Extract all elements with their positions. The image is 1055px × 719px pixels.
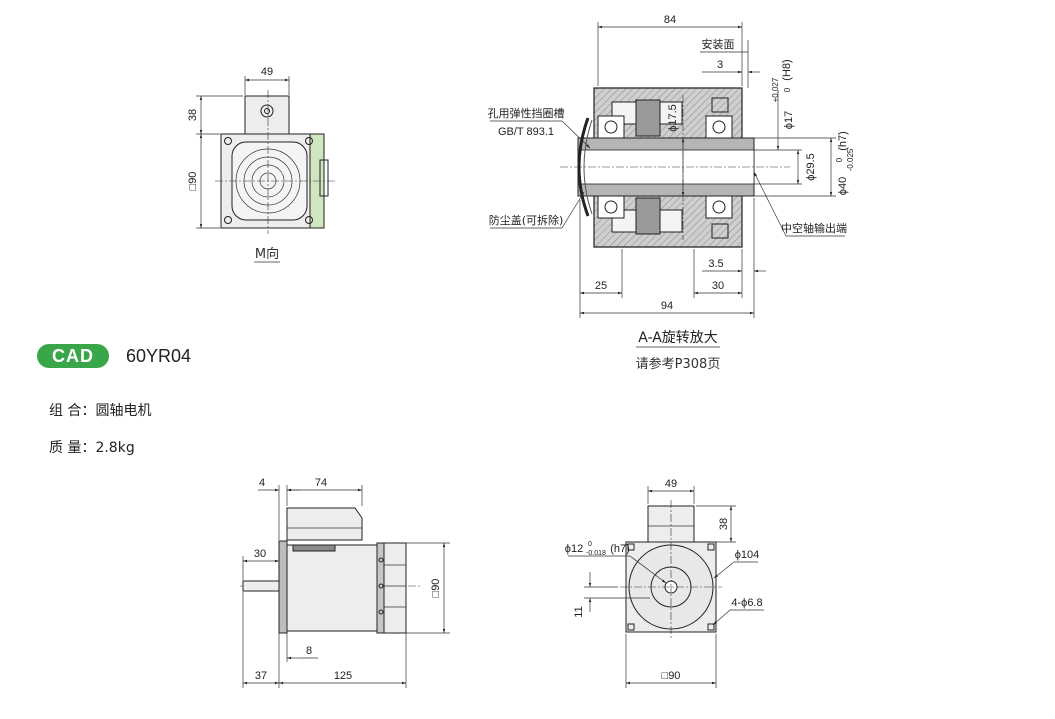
front-dim-phi12-tol-lower: -0.018 [586, 550, 606, 557]
aa-dim-phi40-tol-upper: 0 [835, 157, 844, 162]
aa-caption: A-A旋转放大 [638, 330, 718, 346]
front-dim-38: 38 [718, 518, 730, 530]
side-dim-30: 30 [254, 548, 266, 560]
front-dim-phi12-tol-upper: 0 [588, 541, 592, 548]
cable-gland [260, 104, 274, 118]
section-aa: 84 安装面 3 ϕ17 +0.027 0 (H8) ϕ17.5 ϕ29.5 ϕ… [488, 14, 856, 372]
cad-badge[interactable]: CAD [37, 344, 109, 368]
aa-dim-phi17-tol-lower: 0 [783, 87, 792, 92]
aa-mounting-face: 安装面 [702, 37, 735, 51]
side-dim-4: 4 [259, 477, 265, 489]
aa-dust-cover: 防尘盖(可拆除) [489, 213, 564, 227]
aa-dim-phi17: ϕ17 [783, 111, 795, 129]
front-dim-phi12-fit: (h7) [610, 543, 630, 555]
front-dim-11: 11 [573, 606, 585, 617]
terminal-box [244, 95, 290, 135]
gearhead [286, 544, 380, 632]
aa-dim-phi17-fit: (H8) [781, 59, 793, 80]
combination-spec: 组 合：圆轴电机 [49, 400, 151, 420]
side-dim-8: 8 [306, 645, 312, 657]
aa-dim-3: 3 [717, 59, 723, 71]
model-number: 60YR04 [126, 346, 192, 366]
aa-dim-phi40-fit: (h7) [837, 131, 849, 151]
aa-dim-35: 3.5 [708, 258, 723, 270]
front-dim-phi104: ϕ104 [735, 549, 760, 561]
m-dim-height: 38 [187, 109, 199, 121]
aa-dim-phi40-tol-lower: -0.025 [846, 148, 855, 171]
side-dim-125: 125 [334, 670, 352, 682]
output-shaft [242, 580, 280, 592]
side-dim-square90: □90 [430, 579, 442, 598]
front-view: 49 38 ϕ12 0 -0.018 (h7) ϕ104 11 4-ϕ6.8 □… [565, 478, 764, 688]
m-view-caption: M向 [255, 246, 279, 262]
aa-dim-30: 30 [712, 280, 724, 292]
combination-label: 组 合： [49, 403, 96, 419]
front-dim-square90: □90 [662, 670, 681, 682]
aa-dim-phi295: ϕ29.5 [805, 153, 817, 181]
aa-dim-94: 94 [661, 300, 673, 312]
side-dim-74: 74 [315, 477, 327, 489]
aa-retaining-ring: 孔用弹性挡圈槽 [488, 106, 565, 120]
view-m: 49 38 □90 M向 [187, 66, 335, 263]
aa-dim-84: 84 [664, 14, 676, 26]
combination-value: 圆轴电机 [95, 403, 152, 419]
aa-hollow-shaft-output: 中空轴输出端 [781, 221, 847, 235]
mass-value: 2.8kg [95, 440, 135, 456]
mass-label: 质 量： [49, 440, 96, 456]
aa-dim-phi40: ϕ40 [837, 177, 849, 195]
front-dim-phi12: ϕ12 [565, 543, 583, 555]
side-view: 4 74 30 □90 8 37 125 [240, 477, 450, 688]
aa-dim-phi17-tol-upper: +0.027 [771, 77, 780, 102]
m-dim-width: 49 [261, 66, 273, 78]
side-dim-37: 37 [255, 670, 267, 682]
m-dim-square: □90 [187, 172, 199, 191]
dust-cover [577, 117, 590, 217]
front-dim-holes: 4-ϕ6.8 [731, 597, 762, 609]
aa-reference: 请参考P308页 [636, 356, 721, 372]
front-dim-49: 49 [665, 478, 677, 490]
aa-dim-25: 25 [595, 280, 607, 292]
aa-dim-phi175: ϕ17.5 [667, 104, 679, 132]
aa-standard: GB/T 893.1 [498, 126, 554, 138]
mass-spec: 质 量：2.8kg [49, 437, 135, 457]
terminal-box-side [286, 507, 363, 541]
